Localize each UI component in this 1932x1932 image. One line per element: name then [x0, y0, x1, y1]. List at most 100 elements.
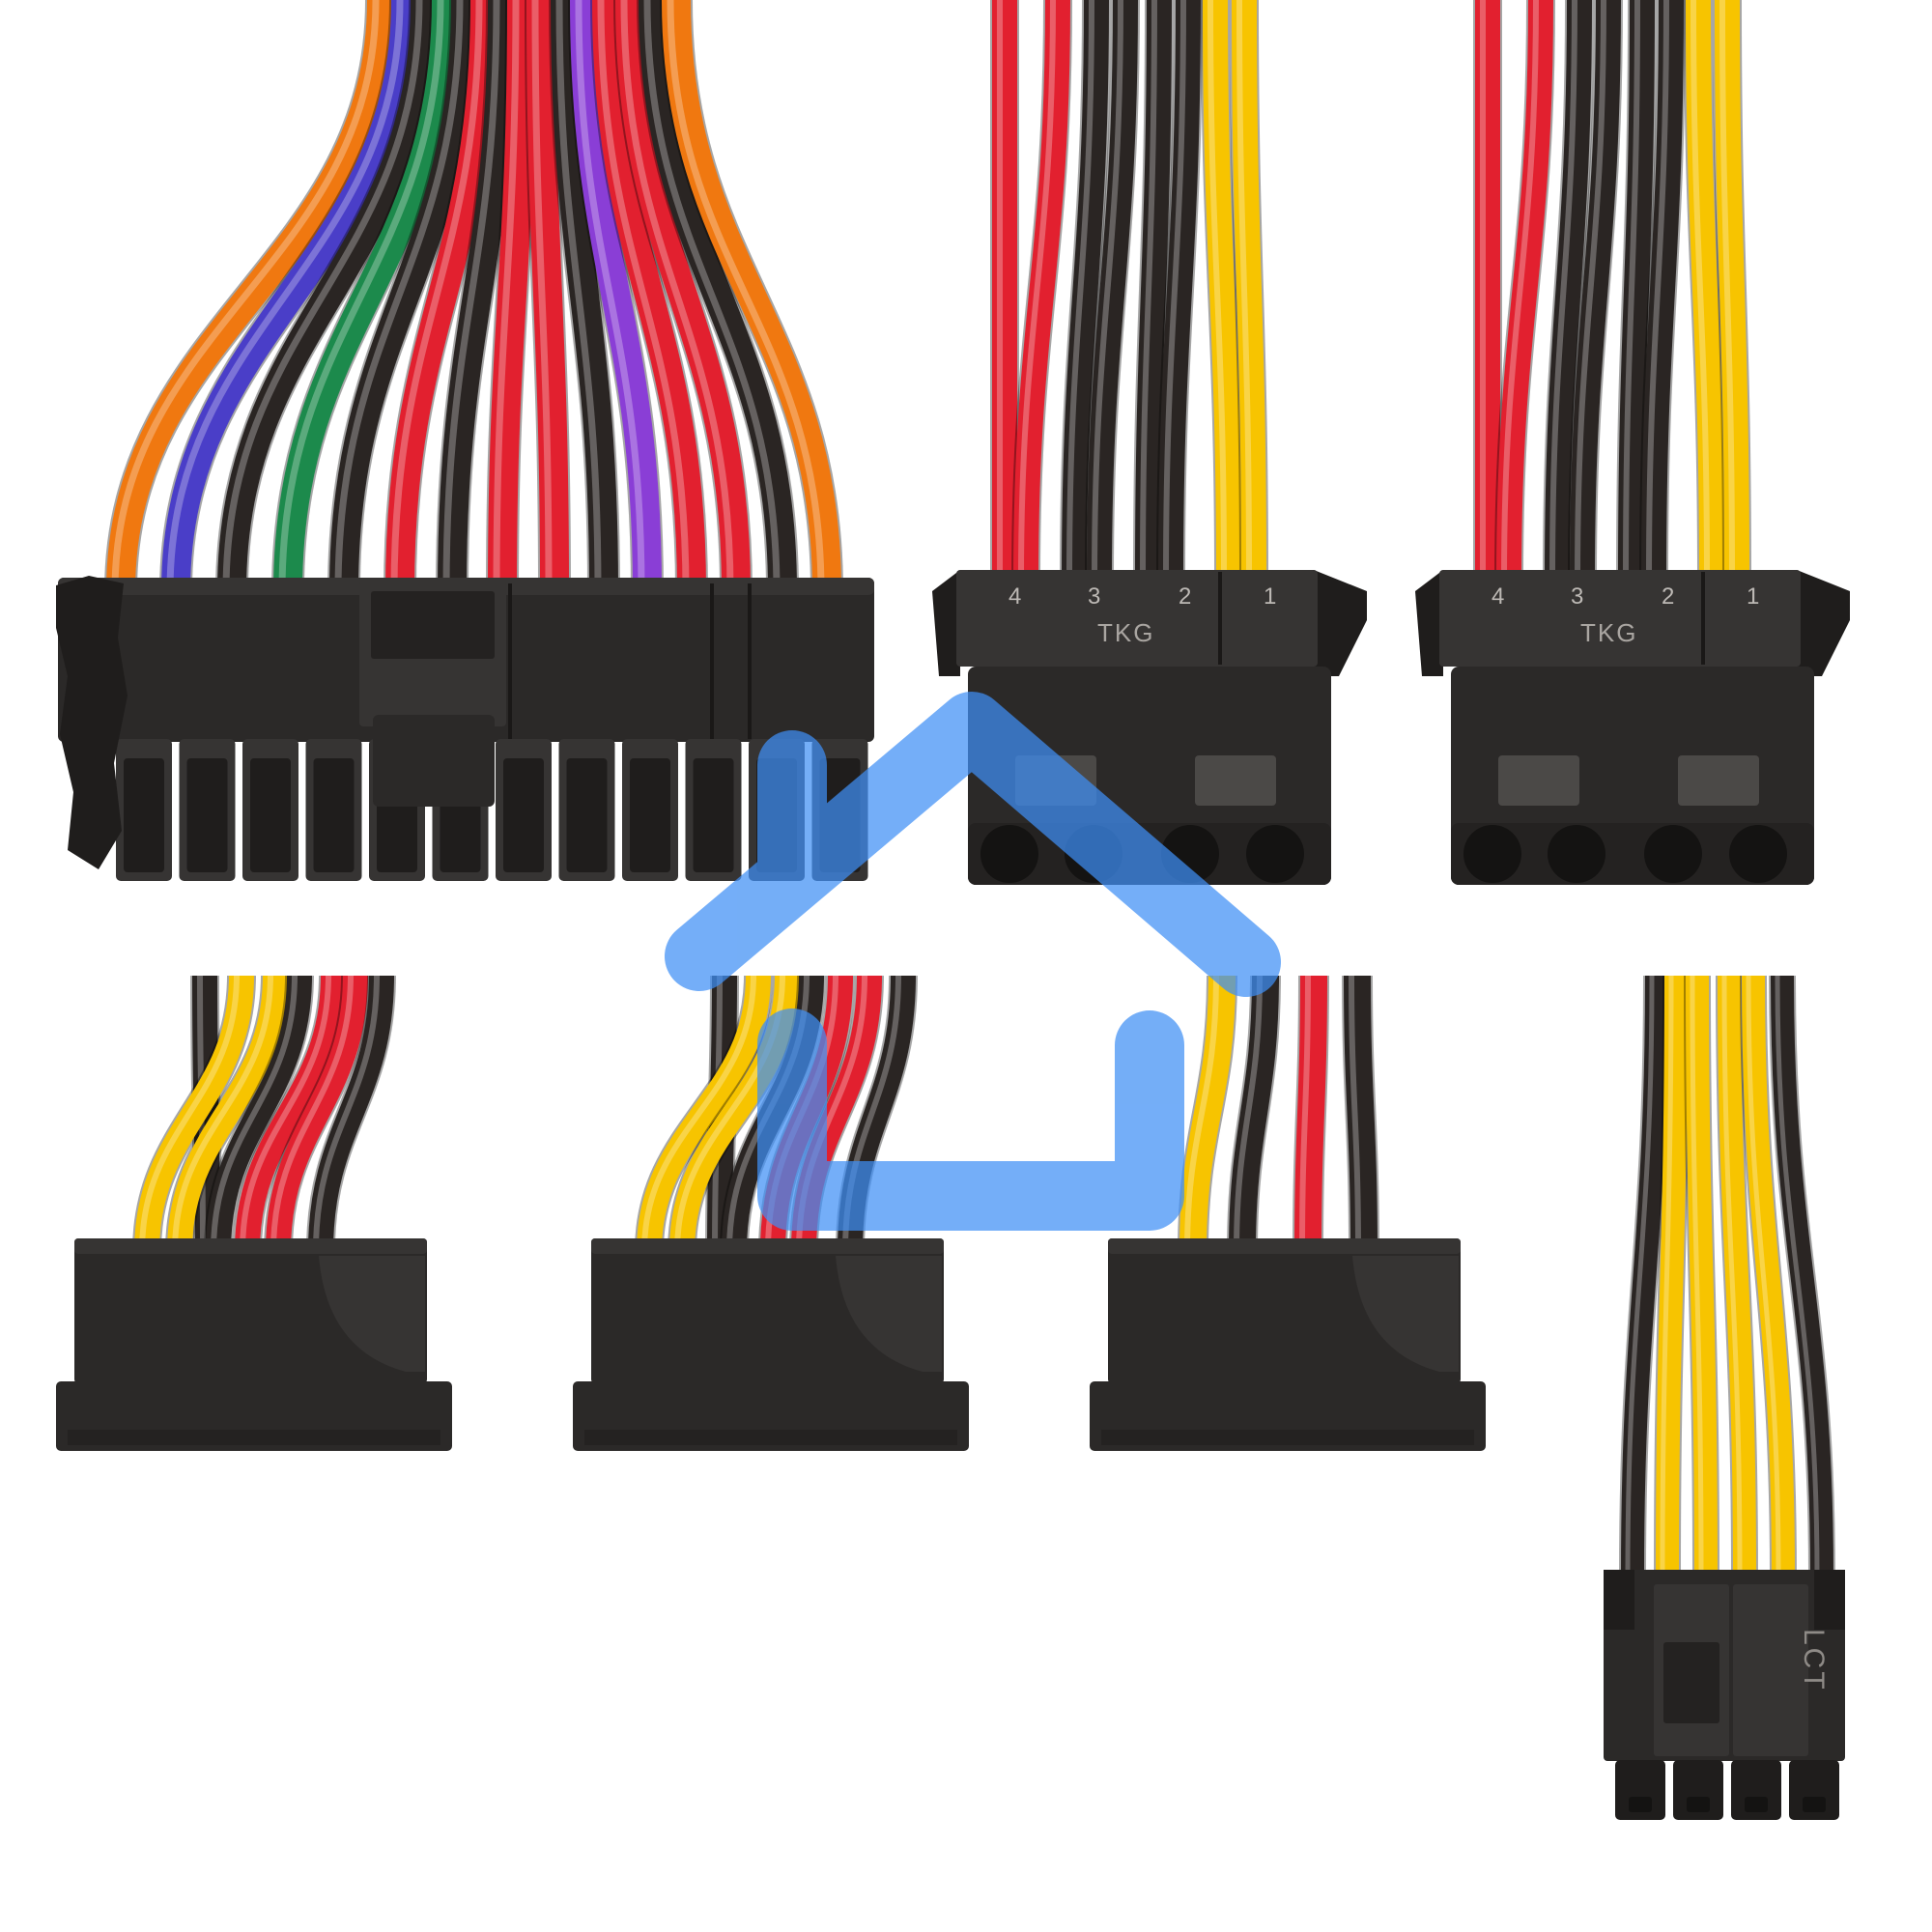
molex-wire-bundle — [1472, 0, 1751, 581]
wire-highlight — [1549, 0, 1577, 581]
wire-highlight — [313, 975, 380, 1252]
wire-insulation — [273, 0, 461, 592]
wire-highlight — [139, 975, 240, 1252]
wire-black — [1568, 0, 1623, 581]
wire-insulation — [329, 0, 480, 592]
wire-black — [1227, 975, 1281, 1252]
wire-highlight — [442, 0, 500, 592]
wire-black — [1619, 975, 1670, 1577]
wire-purple — [568, 0, 664, 592]
wire-black — [215, 0, 441, 592]
wire-insulation — [106, 0, 396, 592]
wire-highlight — [555, 0, 602, 592]
wire-highlight — [1746, 975, 1781, 1577]
molex-left-wing — [932, 570, 960, 676]
molex-latch-window — [1498, 755, 1579, 806]
molex-right-wing — [1314, 570, 1367, 676]
wire-yellow — [1178, 975, 1237, 1252]
wire-insulation — [1656, 975, 1688, 1577]
pcie-side-tab — [1604, 1570, 1634, 1630]
pcie-latch — [1663, 1642, 1719, 1723]
wire-red — [264, 975, 370, 1252]
atx-24pin-wire-bundle — [104, 0, 843, 592]
wire-red — [613, 0, 753, 592]
molex-pin-hole — [1246, 825, 1304, 883]
molex-manufacturer-marking: TKG — [1097, 618, 1154, 647]
wire-blue — [159, 0, 422, 592]
pcie-pin-socket — [1615, 1760, 1665, 1820]
pcie-pin-socket — [1731, 1760, 1781, 1820]
wire-insulation — [1062, 0, 1109, 581]
wire-highlight — [1018, 0, 1056, 581]
wire-highlight — [531, 0, 553, 592]
wire-yellow — [1201, 0, 1243, 581]
atx-pin-socket-face — [566, 758, 608, 872]
molex-pin-number: 4 — [1009, 583, 1021, 610]
wire-insulation — [1570, 0, 1621, 581]
wire-insulation — [1641, 0, 1684, 581]
wire-insulation — [1621, 975, 1668, 1577]
molex-pin-hole — [1729, 825, 1787, 883]
molex-pin-number: 3 — [1088, 583, 1100, 610]
pcie-pin-hole — [1687, 1797, 1710, 1812]
wire-insulation — [1203, 0, 1241, 581]
molex-top-band — [1439, 570, 1801, 667]
atx-pin-socket-face — [186, 758, 228, 872]
sata-connector-bend — [319, 1256, 425, 1372]
wire-black — [1085, 0, 1140, 581]
wire-highlight — [1775, 975, 1820, 1577]
wire-insulation — [615, 0, 751, 592]
wire-highlight — [1721, 975, 1743, 1577]
wire-red — [233, 975, 348, 1252]
wire-black — [436, 0, 519, 592]
wire-black — [204, 975, 314, 1252]
wire-black — [1060, 0, 1111, 581]
molex-pin-number: 3 — [1571, 583, 1583, 610]
atx-latch-face — [371, 591, 495, 659]
wire-highlight — [166, 0, 404, 592]
wire-highlight — [1501, 0, 1539, 581]
atx-pin-socket-face — [250, 758, 291, 872]
wire-yellow — [1654, 975, 1690, 1577]
wire-black — [1133, 0, 1174, 581]
molex-pin-hole — [1644, 825, 1702, 883]
wire-insulation — [438, 0, 517, 592]
molex-connector: 4 3 2 1 TKG — [1415, 570, 1850, 885]
wire-black — [1543, 0, 1594, 581]
wire-highlight — [1208, 0, 1227, 581]
wire-insulation — [592, 0, 706, 592]
wire-insulation — [1179, 975, 1236, 1252]
wire-insulation — [662, 0, 841, 592]
wire-insulation — [134, 975, 254, 1252]
molex-pin-hole — [1463, 825, 1521, 883]
wire-insulation — [385, 0, 499, 592]
wire-red — [486, 0, 538, 592]
atx-pin-socket-face — [693, 758, 734, 872]
wire-highlight — [643, 0, 781, 592]
wire-yellow — [1684, 975, 1719, 1577]
wire-black — [637, 0, 799, 592]
wire-orange — [660, 0, 843, 592]
wire-insulation — [1229, 975, 1279, 1252]
wire-highlight — [278, 0, 444, 592]
molex-top-band — [956, 570, 1318, 667]
wire-black — [1156, 0, 1203, 581]
wire-highlight — [1690, 0, 1710, 581]
wire-black — [1639, 0, 1686, 581]
atx-24pin-connector — [56, 576, 874, 881]
molex-wire-bundle — [989, 0, 1268, 581]
wire-highlight — [334, 0, 464, 592]
wire-insulation — [266, 975, 368, 1252]
sata-connector-top-edge — [1108, 1238, 1461, 1254]
wire-highlight — [1234, 975, 1263, 1252]
sata-connector-lip-edge — [584, 1430, 957, 1445]
wire-insulation — [639, 0, 797, 592]
sata-connector — [573, 1238, 969, 1451]
molex-pin-face — [1451, 823, 1814, 885]
molex-manufacturer-marking: TKG — [1580, 618, 1637, 647]
sata-connector — [1090, 1238, 1486, 1451]
wire-highlight — [575, 0, 645, 592]
wire-highlight — [1140, 0, 1157, 581]
pcie-housing-block — [1733, 1584, 1808, 1756]
wire-highlight — [1623, 0, 1640, 581]
